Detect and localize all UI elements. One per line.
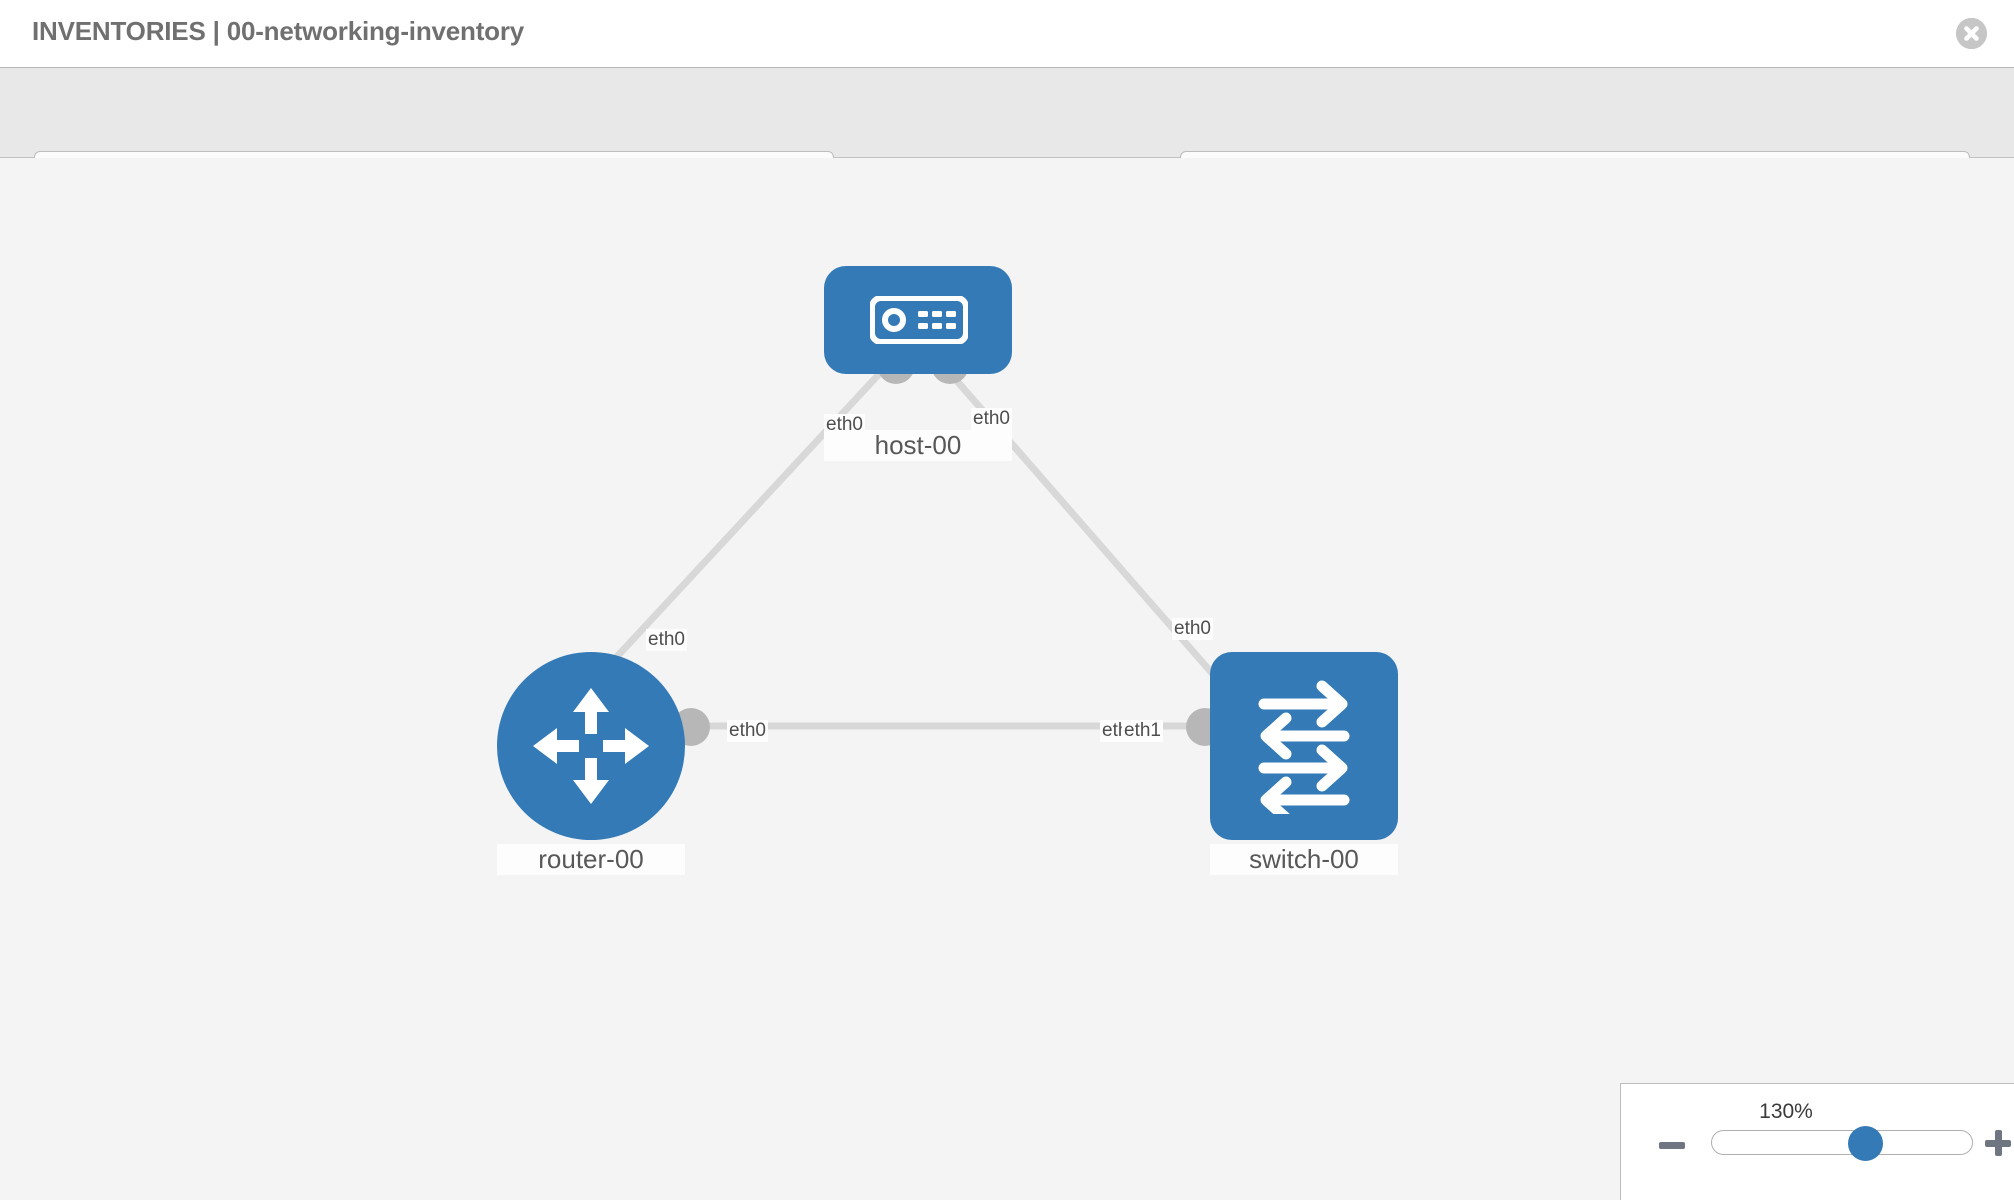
node-switch-00-shape xyxy=(1210,652,1398,840)
router-arrows-icon xyxy=(533,688,649,804)
server-icon xyxy=(870,296,968,344)
zoom-level-label: 130% xyxy=(1759,1100,1813,1123)
zoom-control-panel: 130% xyxy=(1620,1083,2014,1200)
topology-canvas[interactable]: host-00 router-00 xyxy=(0,158,2014,1200)
iface-label-host00-right: eth0 xyxy=(971,408,1012,430)
iface-label-router00-up: eth0 xyxy=(646,629,687,651)
close-icon xyxy=(1956,18,1987,49)
zoom-slider-thumb[interactable] xyxy=(1848,1126,1883,1161)
node-host-00-label: host-00 xyxy=(824,430,1012,461)
node-switch-00[interactable]: switch-00 xyxy=(1210,652,1398,875)
iface-label-switch00-up: eth0 xyxy=(1172,618,1213,640)
iface-label-switch00-left: eth1 xyxy=(1122,720,1163,742)
zoom-out-button[interactable] xyxy=(1659,1142,1685,1149)
close-button[interactable] xyxy=(1956,18,1987,49)
switch-arrows-icon xyxy=(1258,680,1350,814)
node-router-00-label: router-00 xyxy=(497,844,685,875)
node-router-00-shape xyxy=(497,652,685,840)
iface-label-host00-left: eth0 xyxy=(824,414,865,436)
node-host-00[interactable]: host-00 xyxy=(824,246,1012,461)
page-title: INVENTORIES | 00-networking-inventory xyxy=(32,16,525,46)
node-switch-00-label: switch-00 xyxy=(1210,844,1398,875)
zoom-slider-track[interactable] xyxy=(1711,1126,1973,1161)
toolbar: ACTIONS xyxy=(0,68,2014,203)
node-router-00[interactable]: router-00 xyxy=(497,652,685,875)
node-host-00-shape xyxy=(824,266,1012,374)
zoom-in-button[interactable] xyxy=(1985,1130,2011,1156)
page-header: INVENTORIES | 00-networking-inventory xyxy=(0,0,2014,68)
iface-label-router00-right: eth0 xyxy=(727,720,768,742)
